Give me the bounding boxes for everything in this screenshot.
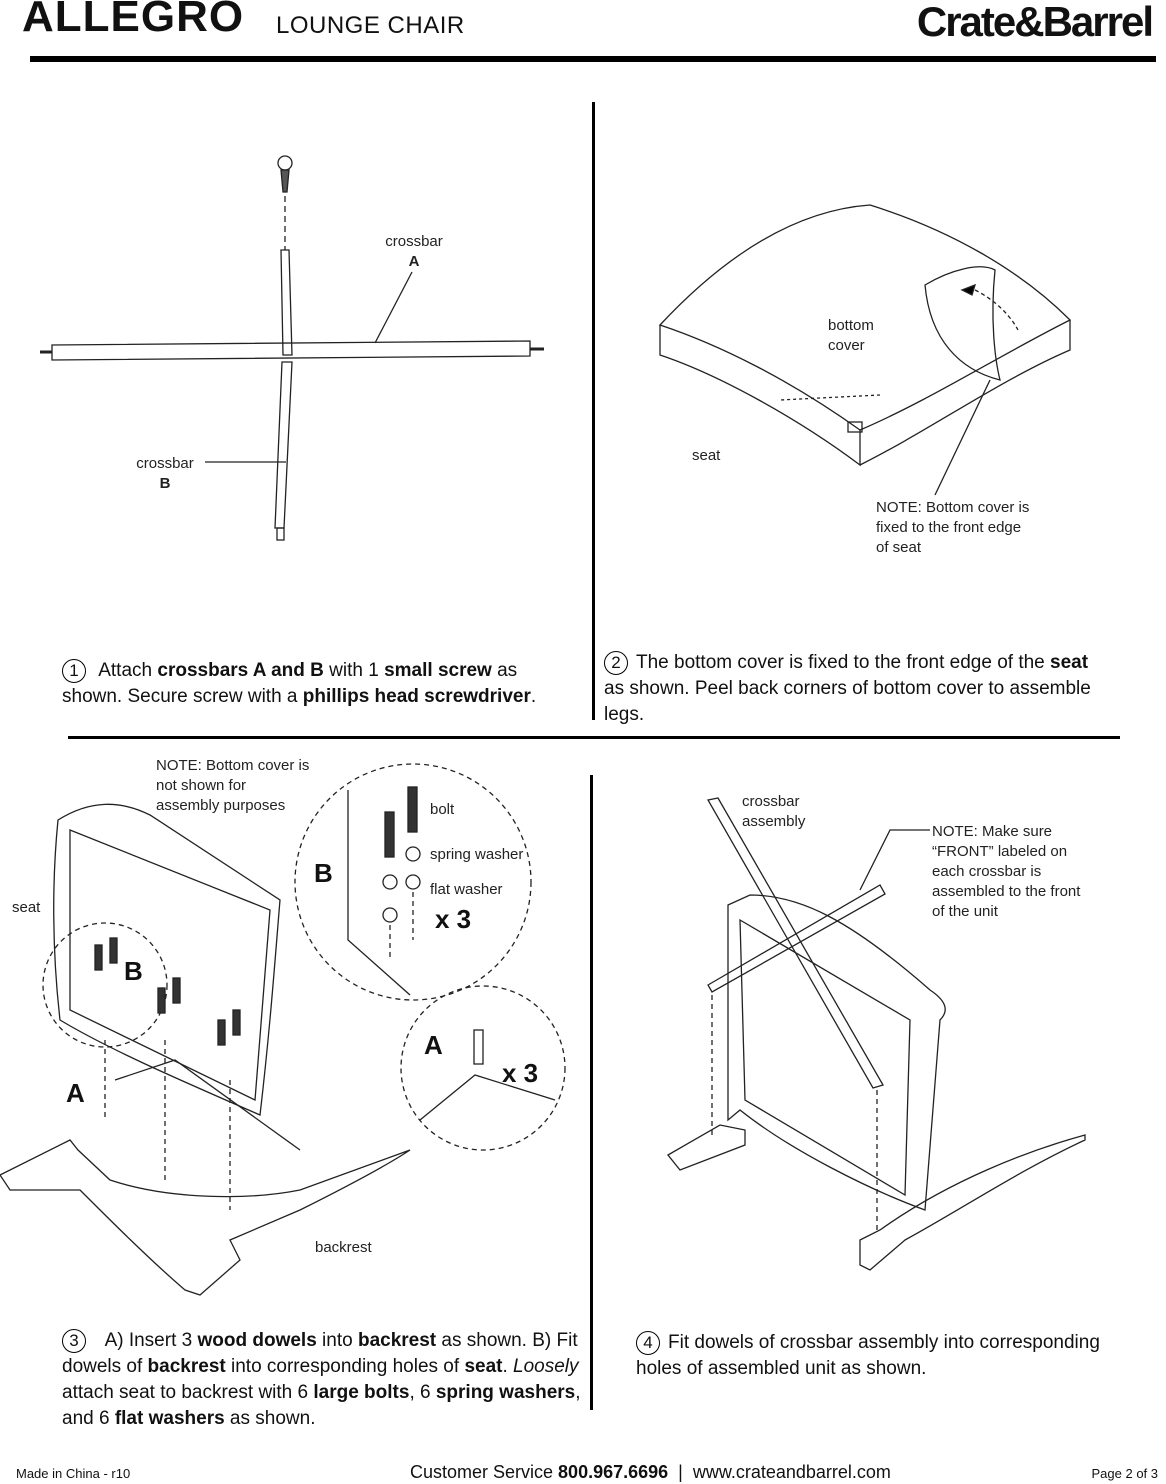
detail-label-b-large: B <box>314 858 333 888</box>
step-number-4: 4 <box>636 1331 660 1355</box>
step-number-2: 2 <box>604 651 628 675</box>
made-in-label: Made in China - r10 <box>16 1466 131 1481</box>
step1-caption: 1 Attach crossbars A and B with 1 small … <box>62 659 537 707</box>
page-number: Page 2 of 3 <box>1091 1466 1159 1481</box>
detail-label-a-small: A <box>66 1078 85 1108</box>
divider-horizontal <box>68 736 1120 739</box>
detail-label-b-small: B <box>124 956 143 986</box>
label-crossbar-assembly: crossbar assembly <box>742 793 806 830</box>
label-bolt: bolt <box>430 801 455 818</box>
product-name: ALLEGRO <box>22 0 245 41</box>
website-link[interactable]: www.crateandbarrel.com <box>692 1462 891 1482</box>
label-seat-step2: seat <box>692 447 721 464</box>
step4-crossbar-assembly-diagram <box>667 797 1086 1271</box>
step1-crossbar-diagram <box>40 155 544 541</box>
brand-logo: Crate&Barrel <box>916 0 1154 45</box>
detail-label-a-large: A <box>424 1030 443 1060</box>
note-step2: NOTE: Bottom cover is fixed to the front… <box>876 499 1030 556</box>
step-number-3: 3 <box>62 1329 86 1353</box>
product-subtitle: LOUNGE CHAIR <box>276 12 465 39</box>
note-step3: NOTE: Bottom cover is not shown for asse… <box>156 757 310 814</box>
divider-top-vertical <box>592 102 595 720</box>
customer-service: Customer Service 800.967.6696 | www.crat… <box>410 1462 891 1482</box>
step3-caption: 3 A) Insert 3 wood dowels into backrest … <box>62 1329 581 1429</box>
step-number-1: 1 <box>62 659 86 683</box>
divider-bottom-vertical <box>590 775 593 1410</box>
label-spring-washer: spring washer <box>430 846 524 863</box>
note-step4: NOTE: Make sure “FRONT” labeled on each … <box>932 823 1081 920</box>
label-backrest: backrest <box>315 1239 372 1256</box>
label-bottom-cover: bottom cover <box>828 317 874 354</box>
quantity-x3-bolts: x 3 <box>435 904 472 934</box>
header-rule <box>30 56 1156 62</box>
quantity-x3-dowels: x 3 <box>502 1058 539 1088</box>
step2-seat-diagram <box>658 204 1072 496</box>
label-flat-washer: flat washer <box>430 881 503 898</box>
step3-assembly-diagram <box>0 763 566 1296</box>
label-seat-step3: seat <box>12 899 41 916</box>
